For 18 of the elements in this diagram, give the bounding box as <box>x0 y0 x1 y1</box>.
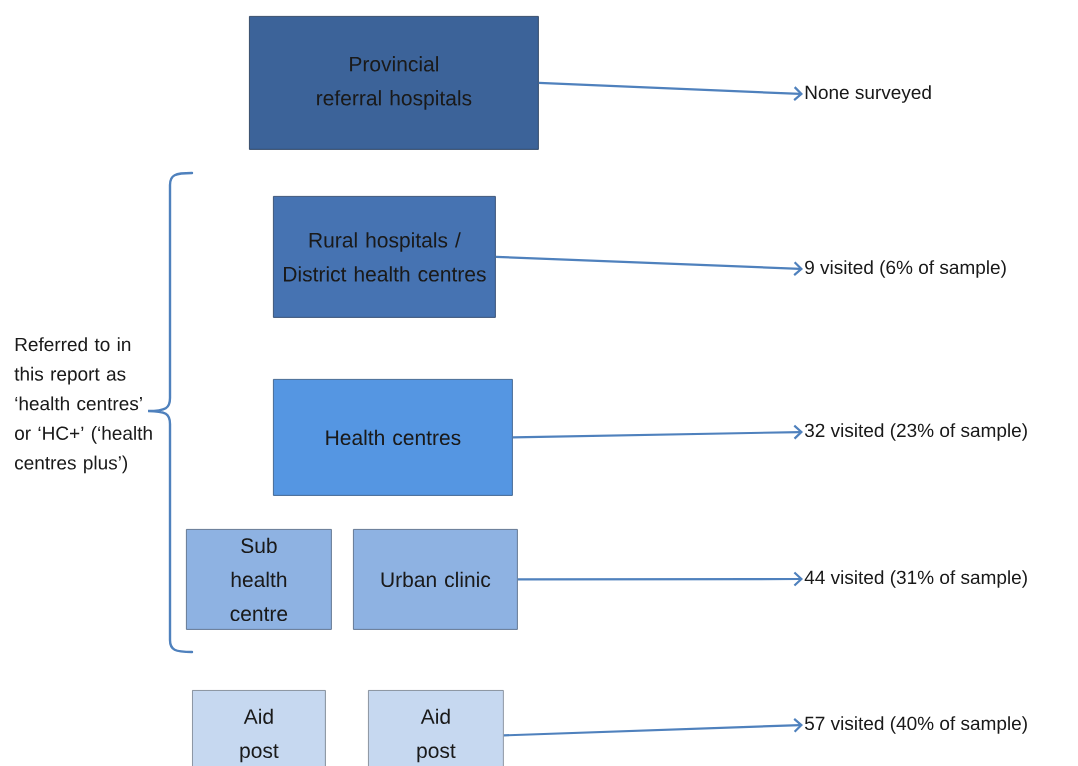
facility-box: Sub health centre <box>186 529 332 630</box>
facility-box: Provincial referral hospitals <box>249 16 539 150</box>
note-text: Referred to in this report as ‘health centres’ or ‘HC+’ (‘health centres plus’) <box>14 337 152 474</box>
arrow <box>503 717 803 737</box>
arrow <box>517 571 803 587</box>
facility-box: Rural hospitals / District health centres <box>273 196 496 318</box>
result-text: 9 visited (6% of sample) <box>805 260 1006 278</box>
result-text: None surveyed <box>805 85 931 103</box>
facility-box: Aid post <box>192 690 326 766</box>
result-text: 44 visited (31% of sample) <box>804 570 1027 588</box>
arrow <box>495 255 803 276</box>
facility-box: Aid post <box>368 690 504 766</box>
facility-box: Health centres <box>273 379 513 496</box>
arrow <box>512 424 803 440</box>
facility-box: Urban clinic <box>353 529 518 630</box>
result-text: 32 visited (23% of sample) <box>804 423 1027 441</box>
arrow <box>538 81 803 101</box>
result-text: 57 visited (40% of sample) <box>804 716 1027 734</box>
